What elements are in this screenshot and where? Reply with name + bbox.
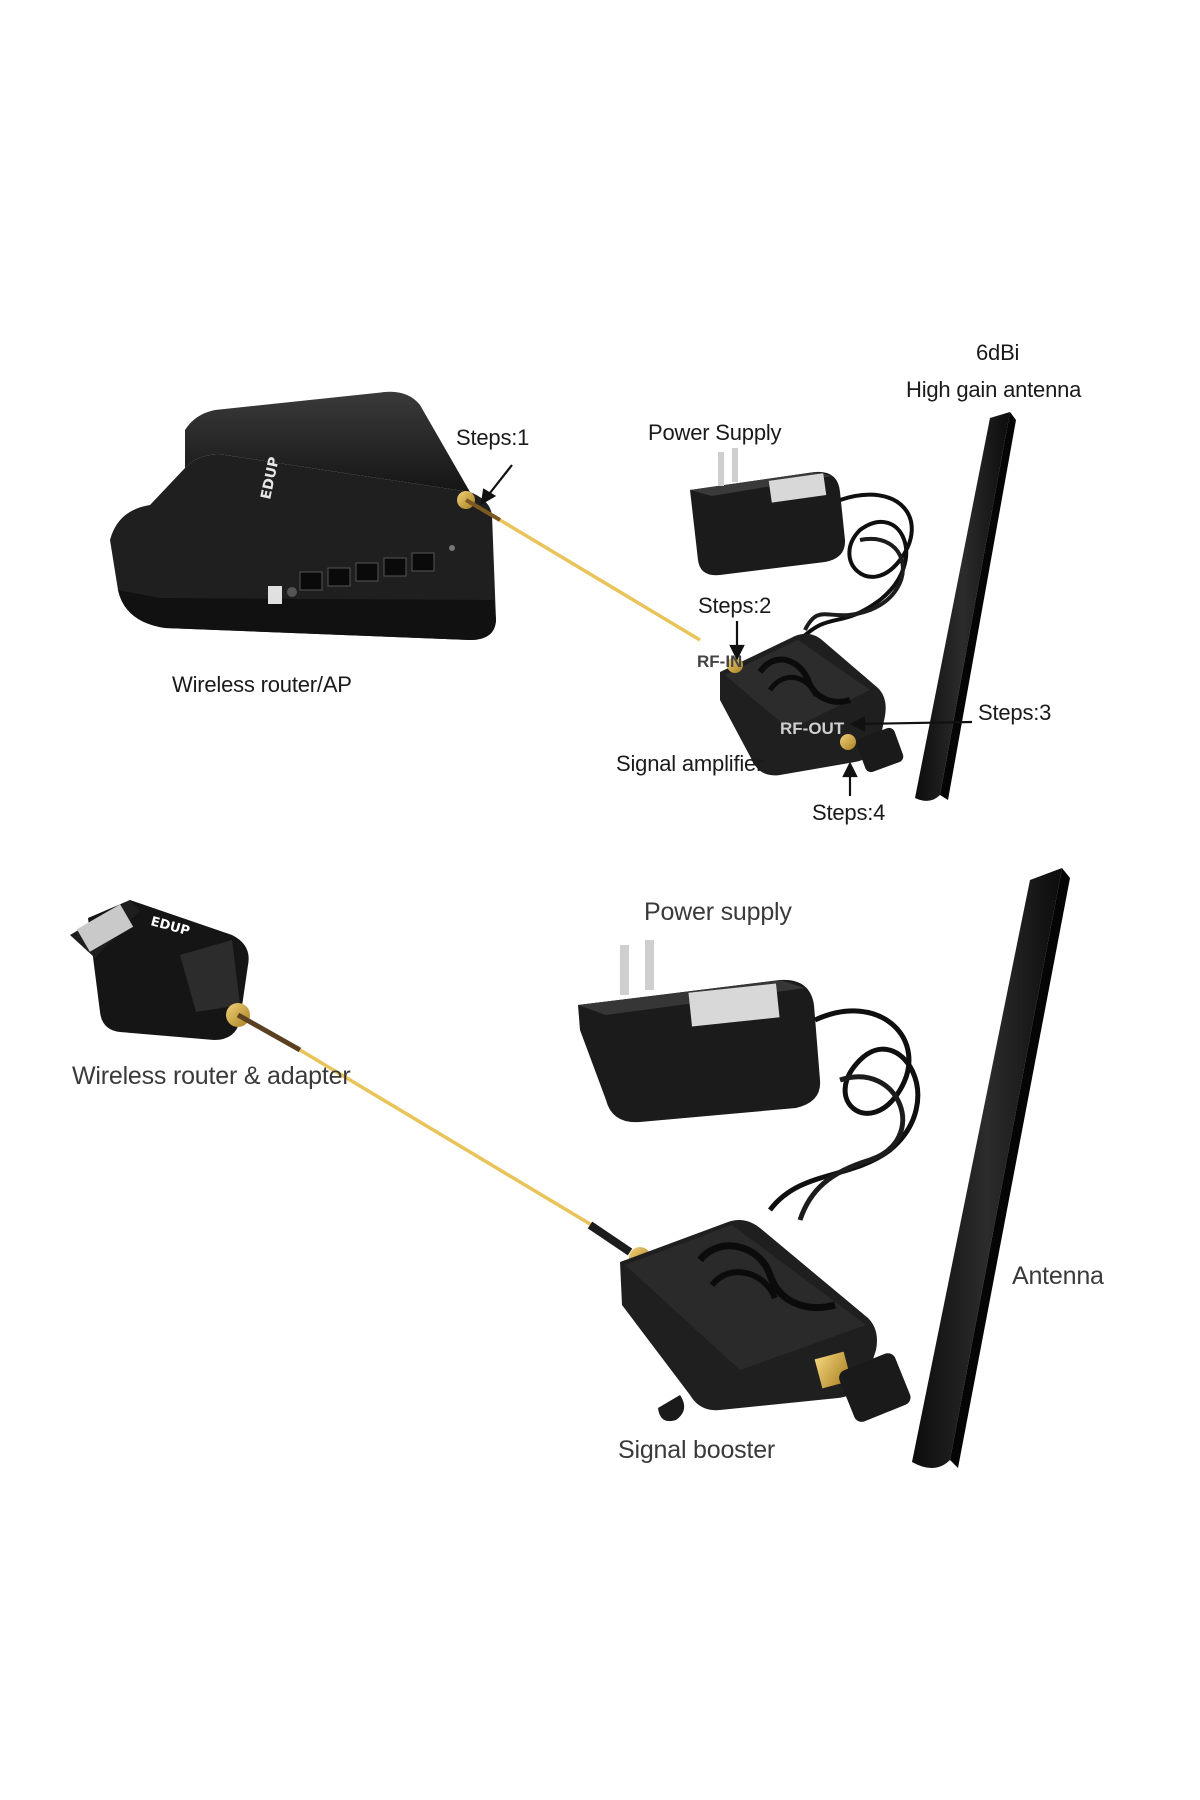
signal-amplifier-label: Signal amplifier [616, 751, 764, 776]
router-lan-ports [299, 552, 435, 591]
usb-wireless-adapter-device: EDUP [70, 900, 250, 1040]
power-supply-bottom-label: Power supply [644, 898, 792, 926]
antenna-bottom-device [839, 868, 1070, 1469]
power-supply-top-label: Power Supply [648, 420, 782, 445]
wireless-router-device: EDUP [110, 391, 496, 640]
antenna-label: Antenna [1012, 1262, 1104, 1290]
antenna-gain-label: 6dBi [976, 340, 1020, 365]
step-arrows [480, 464, 973, 796]
wireless-adapter-label: Wireless router & adapter [72, 1062, 351, 1090]
power-supply-top-device [690, 448, 914, 642]
step-2-label: Steps:2 [698, 593, 772, 618]
rf-out-port-label: RF-OUT [780, 719, 845, 738]
step-4-label: Steps:4 [812, 800, 886, 825]
router-usb-port [268, 586, 282, 604]
step-3-label: Steps:3 [978, 700, 1052, 725]
router-coax-cable [465, 498, 701, 642]
signal-amplifier-device: RF-OUT RF-IN [697, 633, 886, 776]
wireless-router-label: Wireless router/AP [172, 672, 352, 697]
adapter-coax-cable [299, 1048, 601, 1232]
amplifier-rf-out-connector [840, 734, 856, 750]
signal-booster-device [620, 1220, 877, 1422]
antenna-description-label: High gain antenna [906, 377, 1082, 402]
signal-booster-label: Signal booster [618, 1436, 776, 1464]
power-supply-bottom-device [578, 940, 921, 1221]
step-1-label: Steps:1 [456, 425, 530, 450]
rf-in-port-label: RF-IN [697, 652, 742, 671]
high-gain-antenna-device [856, 412, 1016, 801]
amplifier-rf-in-connector [727, 657, 743, 673]
